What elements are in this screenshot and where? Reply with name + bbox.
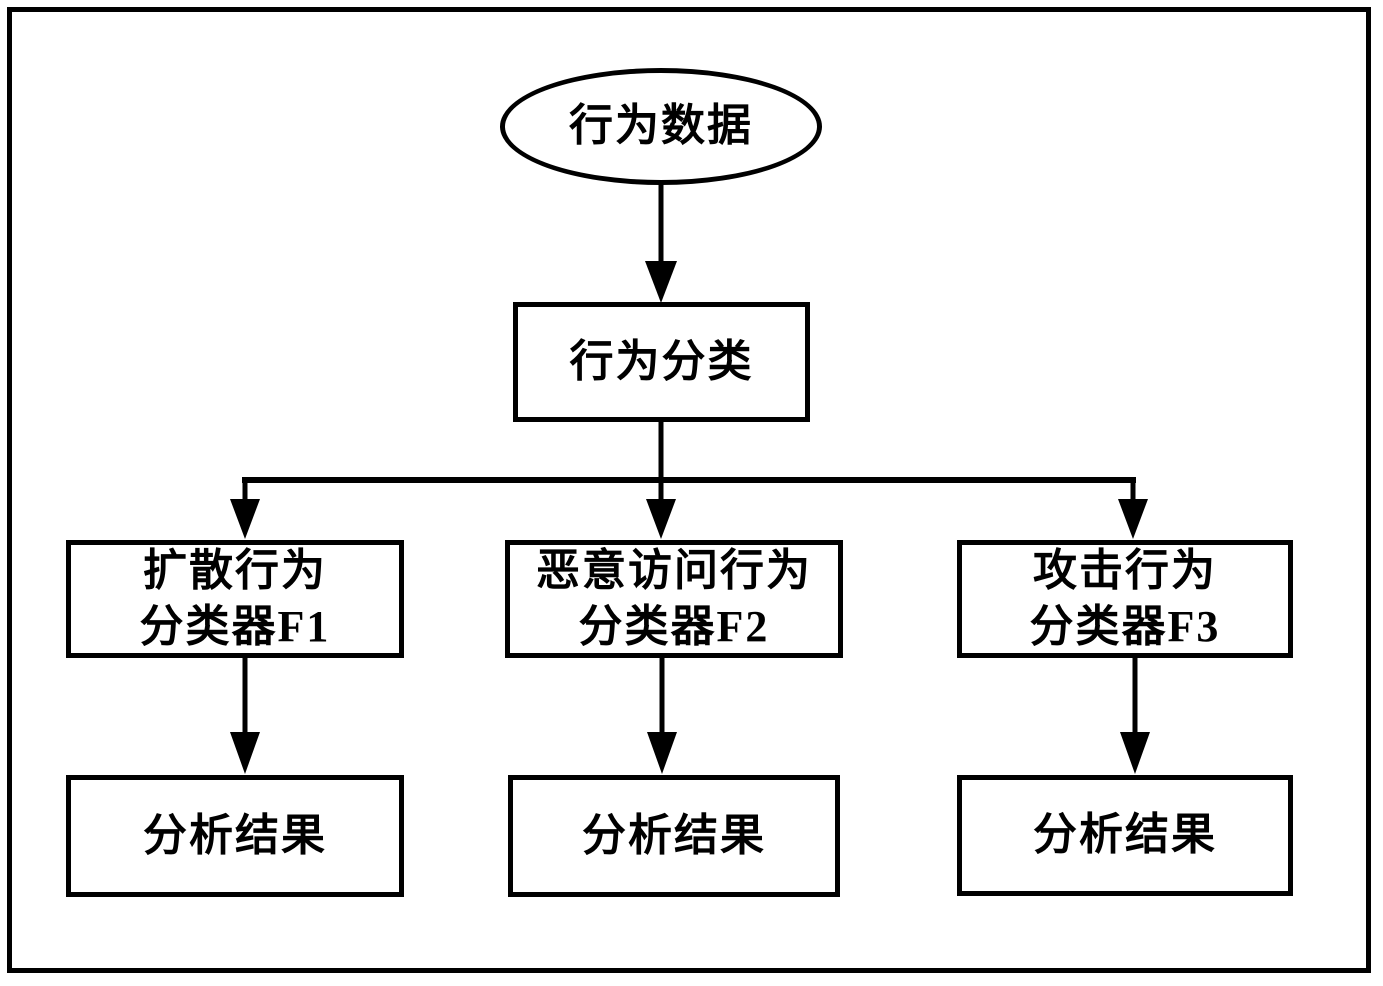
node-classifier-f1-line1: 扩散行为 — [143, 545, 327, 595]
node-classifier-f1: 扩散行为 分类器F1 — [66, 540, 404, 658]
node-classifier-f3-line2: 分类器F3 — [1029, 602, 1221, 651]
node-analysis-result-1: 分析结果 — [66, 775, 404, 897]
node-behavior-data-label: 行为数据 — [569, 101, 753, 151]
node-behavior-data: 行为数据 — [500, 68, 822, 185]
node-analysis-result-2-label: 分析结果 — [582, 810, 766, 860]
node-behavior-classify: 行为分类 — [513, 302, 810, 422]
node-analysis-result-3-label: 分析结果 — [1033, 810, 1217, 860]
node-classifier-f3-line1: 攻击行为 — [1033, 545, 1217, 595]
node-analysis-result-2: 分析结果 — [508, 775, 840, 897]
node-classifier-f2: 恶意访问行为 分类器F2 — [505, 540, 843, 658]
node-analysis-result-3: 分析结果 — [957, 775, 1293, 896]
node-classifier-f1-line2: 分类器F1 — [139, 602, 331, 651]
node-classifier-f2-line1: 恶意访问行为 — [536, 545, 812, 595]
outer-border — [7, 7, 1371, 973]
node-classifier-f3: 攻击行为 分类器F3 — [957, 540, 1293, 658]
node-behavior-classify-label: 行为分类 — [569, 336, 754, 386]
node-classifier-f2-line2: 分类器F2 — [578, 602, 770, 651]
node-analysis-result-1-label: 分析结果 — [143, 810, 327, 860]
